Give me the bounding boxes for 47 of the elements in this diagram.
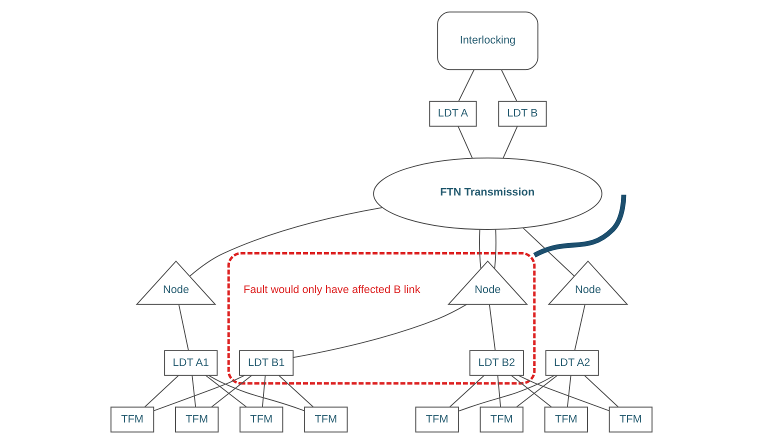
node-box: TFM <box>544 406 588 432</box>
connector <box>510 375 552 408</box>
connector <box>205 375 247 408</box>
connector <box>502 126 518 159</box>
node-box: LDT B <box>498 100 547 127</box>
connector <box>278 375 314 408</box>
connector <box>574 304 586 351</box>
node-box: TFM <box>240 406 284 432</box>
connector <box>458 69 474 102</box>
connector <box>144 375 179 408</box>
connector <box>192 375 196 408</box>
connector <box>500 69 518 102</box>
node-box: TFM <box>608 406 653 432</box>
node-ellipse: FTN Transmission <box>373 157 602 230</box>
node-box: TFM <box>175 406 219 432</box>
connector <box>516 375 558 408</box>
node-box: TFM <box>110 406 154 432</box>
node-box: Interlocking <box>437 12 538 70</box>
connector <box>488 304 496 351</box>
connector <box>458 375 555 412</box>
connector <box>518 374 610 412</box>
node-box: LDT B2 <box>469 350 524 376</box>
node-box: LDT A2 <box>545 350 599 376</box>
connector <box>566 375 572 408</box>
connector <box>153 374 245 412</box>
connector <box>494 229 496 270</box>
node-box: LDT A <box>429 100 477 127</box>
node-box: LDT B1 <box>239 350 294 376</box>
connector <box>189 207 383 276</box>
connector <box>479 229 482 270</box>
connector <box>522 227 575 277</box>
connector <box>211 375 252 408</box>
connector <box>458 126 473 159</box>
connector <box>449 375 485 408</box>
node-box: LDT A1 <box>164 350 218 376</box>
node-label: Fault would only have affected B link <box>243 284 420 296</box>
node-box: TFM <box>415 406 459 432</box>
connector <box>497 375 502 408</box>
connector <box>292 304 468 358</box>
connector <box>178 304 189 351</box>
node-box: TFM <box>480 406 524 432</box>
connector <box>533 194 626 258</box>
connector <box>208 375 305 412</box>
connector <box>584 375 619 408</box>
node-box: TFM <box>304 406 348 432</box>
connector <box>262 375 266 408</box>
cluster <box>227 252 536 385</box>
